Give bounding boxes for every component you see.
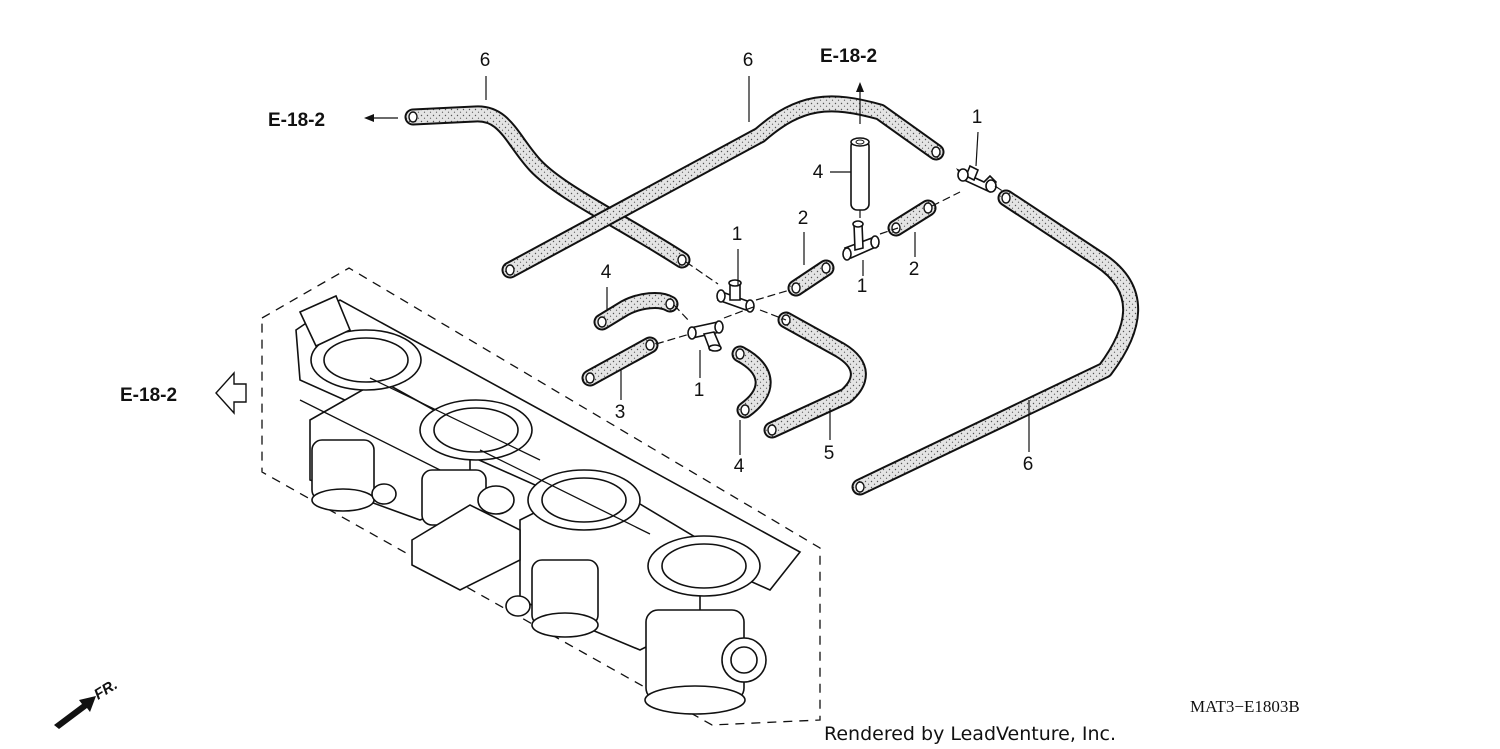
callout-c6c[interactable]: 6 <box>1023 454 1034 475</box>
hose-item-6-right[interactable] <box>851 189 1140 496</box>
rendered-by-credit: Rendered by LeadVenture, Inc. <box>824 723 1116 745</box>
callout-c5[interactable]: 5 <box>824 443 835 464</box>
callout-c4b[interactable]: 4 <box>601 262 612 283</box>
hose-item-4-elbow-right[interactable] <box>731 345 772 419</box>
callout-c1a[interactable]: 1 <box>972 107 983 128</box>
hollow-arrow-left <box>215 371 247 415</box>
tube-item-4-vertical[interactable] <box>850 137 870 211</box>
callout-c2a[interactable]: 2 <box>798 208 809 229</box>
t-joint-1-top-right[interactable] <box>955 164 998 194</box>
callout-c4c[interactable]: 4 <box>734 456 745 477</box>
leader-lines <box>485 76 1030 455</box>
reference-e-18-2-top[interactable]: E-18-2 <box>820 46 877 67</box>
callout-c6b[interactable]: 6 <box>743 50 754 71</box>
tube-item-2-right[interactable] <box>887 199 937 237</box>
hose-group <box>404 95 1140 496</box>
callout-labels: 6 6 1 4 2 1 4 2 1 1 3 5 4 6 <box>480 50 1034 477</box>
arrow-top-left <box>364 114 398 122</box>
reference-e-18-2-top-left[interactable]: E-18-2 <box>268 110 325 131</box>
t-joint-1-center-upper[interactable] <box>842 220 880 261</box>
drawing-code: MAT3−E1803B <box>1190 697 1300 716</box>
callout-c1d[interactable]: 1 <box>694 380 705 401</box>
t-joint-1-center-left[interactable] <box>716 279 755 313</box>
callout-c3[interactable]: 3 <box>615 402 626 423</box>
arrow-top <box>856 82 864 124</box>
tube-item-3[interactable] <box>581 336 659 387</box>
hose-item-4-elbow-left[interactable] <box>593 292 679 331</box>
callout-c4a[interactable]: 4 <box>813 162 824 183</box>
callout-c1b[interactable]: 1 <box>732 224 743 245</box>
callout-c2b[interactable]: 2 <box>909 259 920 280</box>
hose-item-6-upper-center[interactable] <box>501 95 945 279</box>
reference-e-18-2-left[interactable]: E-18-2 <box>120 385 177 406</box>
throttle-barrel-1 <box>310 329 422 512</box>
hose-item-6-upper-left[interactable] <box>404 105 691 269</box>
t-joint-1-lower[interactable] <box>687 320 724 352</box>
throttle-body-assembly[interactable] <box>261 267 821 726</box>
callout-c1c[interactable]: 1 <box>857 276 868 297</box>
hose-item-5[interactable] <box>763 311 867 439</box>
tube-item-2-center[interactable] <box>787 259 835 297</box>
front-direction-indicator: FR. <box>54 676 121 729</box>
front-label: FR. <box>91 676 121 703</box>
callout-c6a[interactable]: 6 <box>480 50 491 71</box>
throttle-barrel-4 <box>644 535 761 715</box>
